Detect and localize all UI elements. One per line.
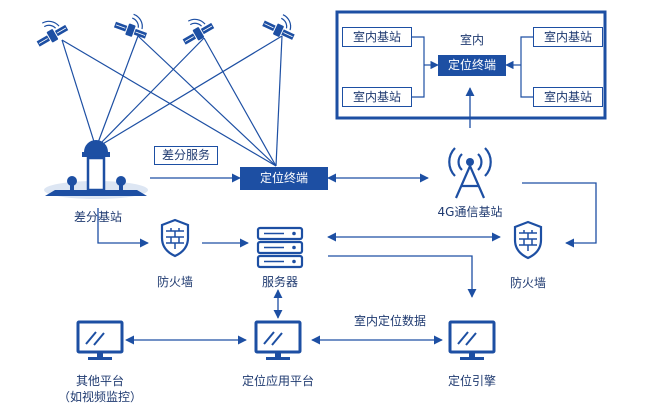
other-platform-sublabel: （如视频监控） bbox=[57, 390, 142, 404]
station-4g-label: 4G通信基站 bbox=[437, 205, 503, 219]
satellite-icon bbox=[175, 11, 217, 48]
monitor-icon bbox=[76, 320, 124, 362]
monitor-icon bbox=[448, 320, 496, 362]
indoor-station-box: 室内基站 bbox=[342, 87, 412, 107]
indoor-terminal-box: 定位终端 bbox=[438, 55, 506, 76]
positioning-terminal-box: 定位终端 bbox=[240, 167, 328, 190]
indoor-panel-title: 室内 bbox=[459, 33, 484, 47]
indoor-station-box: 室内基站 bbox=[533, 27, 603, 47]
cell-tower-icon bbox=[448, 147, 492, 199]
diff-service-box: 差分服务 bbox=[154, 146, 218, 165]
diff-station-label: 差分基站 bbox=[73, 210, 122, 224]
connections bbox=[97, 87, 597, 345]
firewall-icon bbox=[160, 218, 190, 258]
satellite-links bbox=[61, 35, 283, 167]
firewall-icon bbox=[513, 220, 543, 260]
firewall-left-label: 防火墙 bbox=[156, 275, 193, 289]
monitor-icon bbox=[254, 320, 302, 362]
positioning-app-platform-label: 定位应用平台 bbox=[241, 374, 314, 388]
firewall-right-label: 防火墙 bbox=[509, 276, 546, 290]
indoor-station-box: 室内基站 bbox=[342, 27, 412, 47]
indoor-data-label: 室内定位数据 bbox=[353, 314, 426, 328]
server-label: 服务器 bbox=[261, 275, 298, 289]
indoor-connectors bbox=[412, 36, 533, 98]
server-icon bbox=[256, 226, 304, 269]
gnss-receiver-icon bbox=[44, 140, 148, 199]
satellite-icon bbox=[112, 8, 153, 43]
positioning-engine-label: 定位引擎 bbox=[447, 374, 496, 388]
other-platform-label: 其他平台 bbox=[75, 374, 124, 388]
indoor-station-box: 室内基站 bbox=[533, 87, 603, 107]
